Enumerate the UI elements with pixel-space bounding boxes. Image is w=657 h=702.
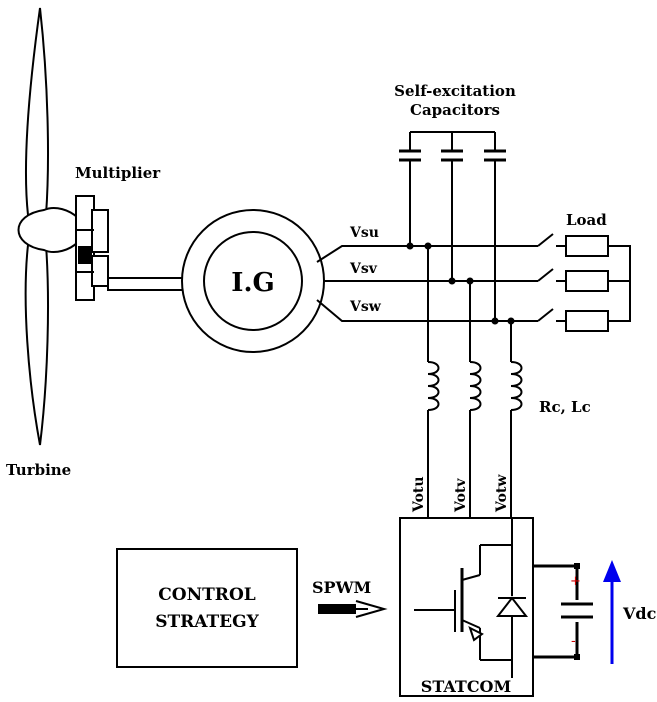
statcom-branch-lines <box>427 246 512 362</box>
igbt-symbol <box>414 518 529 678</box>
control-strategy-box <box>116 548 298 668</box>
spwm-arrow <box>318 600 388 618</box>
votw-label: Votw <box>494 474 510 513</box>
vsu-label: Vsu <box>349 225 379 241</box>
vsv-label: Vsv <box>349 261 378 277</box>
control-label-line2: STRATEGY <box>155 612 259 632</box>
multiplier-label: Multiplier <box>75 164 161 182</box>
vdc-arrow <box>603 560 621 664</box>
dc-link-capacitor <box>533 563 593 660</box>
rc-lc-label: Rc, Lc <box>539 398 591 416</box>
capacitors-label-line1: Self-excitation <box>394 82 516 100</box>
capacitors-label-line2: Capacitors <box>410 101 500 119</box>
generator-shaft <box>107 277 193 291</box>
spwm-label: SPWM <box>312 578 371 597</box>
three-phase-lines <box>316 245 538 322</box>
multiplier-gearbox <box>75 195 109 301</box>
load-switches <box>537 233 566 322</box>
load-label: Load <box>566 211 607 229</box>
turbine-label: Turbine <box>6 461 71 479</box>
junction-dots <box>406 242 515 325</box>
vsw-label: Vsw <box>349 299 382 315</box>
induction-generator <box>181 209 325 353</box>
generator-label: I.G <box>231 268 274 298</box>
minus-sign: - <box>571 634 576 649</box>
turbine-blades <box>17 7 79 446</box>
self-excitation-capacitors <box>399 131 506 321</box>
votu-label: Votu <box>411 476 427 513</box>
load-resistors <box>565 235 631 332</box>
plus-sign: + <box>570 574 581 589</box>
statcom-label: STATCOM <box>421 677 511 696</box>
control-label-line1: CONTROL <box>158 585 255 605</box>
coupling-inductors <box>427 361 523 518</box>
vdc-label: Vdc <box>622 604 657 623</box>
votv-label: Votv <box>453 478 469 513</box>
